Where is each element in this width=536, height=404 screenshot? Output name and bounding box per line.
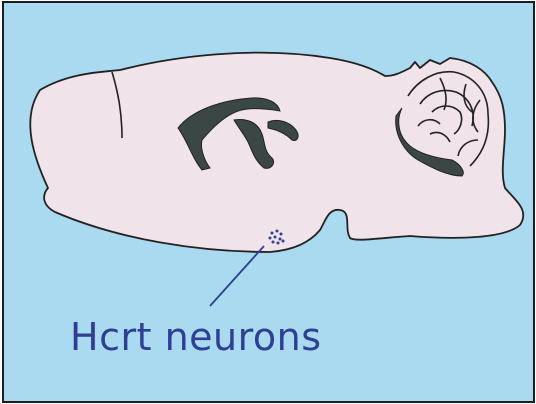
- hcrt-neuron-dot: [271, 232, 274, 235]
- hcrt-neuron-dot: [277, 242, 280, 245]
- hcrt-neuron-dot: [276, 230, 279, 233]
- hcrt-neuron-dot: [274, 236, 277, 239]
- brain-outline: [30, 53, 523, 252]
- hcrt-neuron-dot: [269, 237, 272, 240]
- hcrt-neuron-dot: [272, 241, 275, 244]
- hcrt-neuron-dot: [280, 233, 283, 236]
- hcrt-neuron-dot: [282, 240, 285, 243]
- hcrt-neurons-label: Hcrt neurons: [70, 318, 322, 356]
- hcrt-neuron-dot: [279, 238, 282, 241]
